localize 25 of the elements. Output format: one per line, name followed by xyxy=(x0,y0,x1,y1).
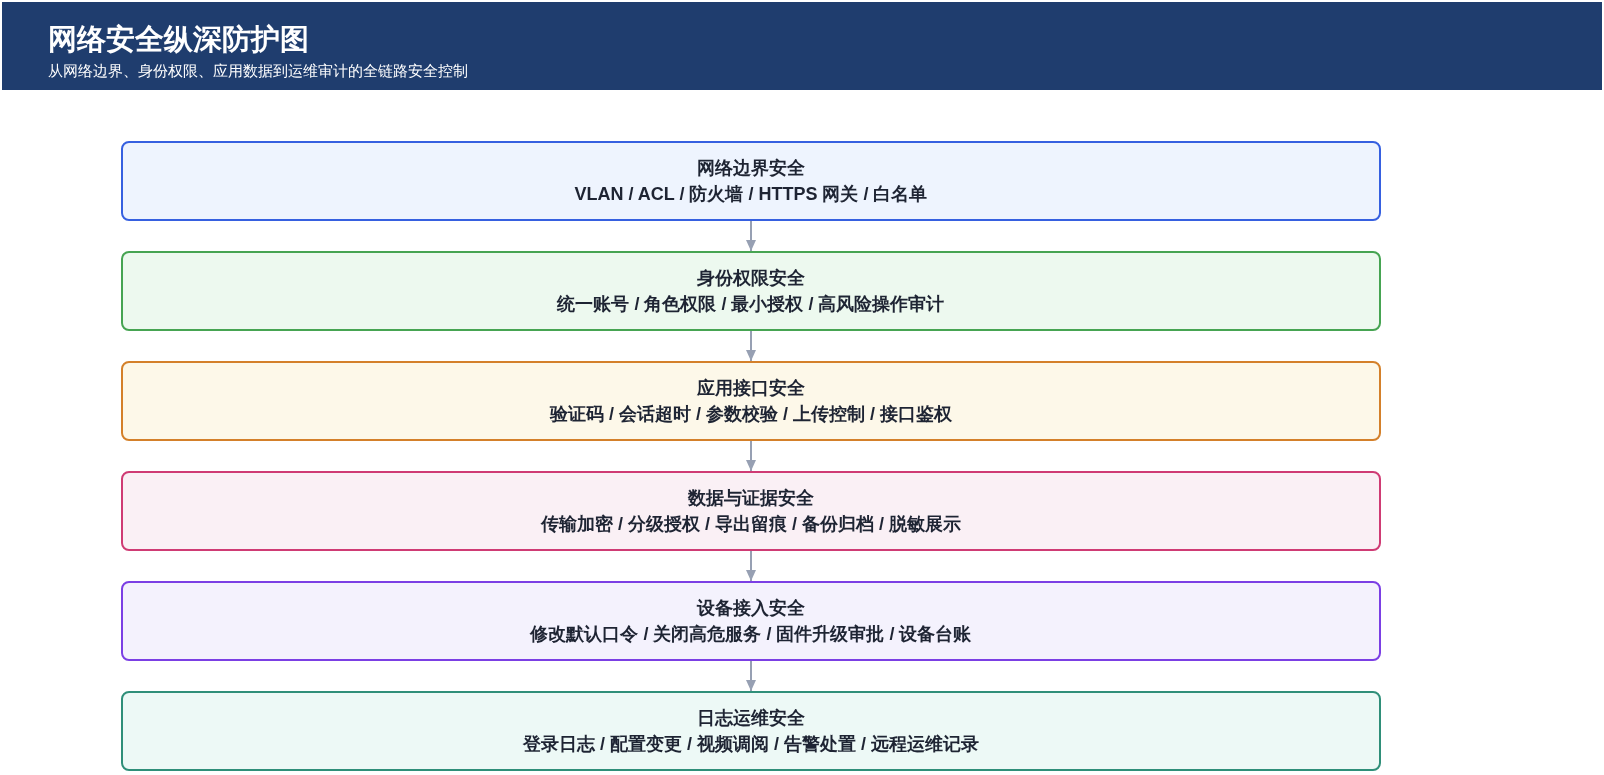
arrow xyxy=(746,330,756,362)
process-box xyxy=(121,581,1381,661)
box-text: 传输加密 / 分级授权 / 导出留痕 / 备份归档 / 脱敏展示 xyxy=(541,513,961,536)
box-heading: 日志运维安全 xyxy=(697,707,805,730)
arrow xyxy=(746,550,756,582)
process-box xyxy=(121,251,1381,331)
box-text: 验证码 / 会话超时 / 参数校验 / 上传控制 / 接口鉴权 xyxy=(550,403,952,426)
box-text: 统一账号 / 角色权限 / 最小授权 / 高风险操作审计 xyxy=(557,293,945,316)
arrow xyxy=(746,660,756,692)
box-heading: 网络边界安全 xyxy=(697,157,805,180)
box-heading: 数据与证据安全 xyxy=(688,487,814,510)
arrow xyxy=(746,220,756,252)
process-box xyxy=(121,471,1381,551)
box-heading: 应用接口安全 xyxy=(697,377,805,400)
process-box xyxy=(121,691,1381,771)
process-box xyxy=(121,361,1381,441)
subtitle: 从网络边界、身份权限、应用数据到运维审计的全链路安全控制 xyxy=(48,61,468,81)
box-heading: 设备接入安全 xyxy=(697,597,805,620)
box-text: 登录日志 / 配置变更 / 视频调阅 / 告警处置 / 远程运维记录 xyxy=(523,733,979,756)
process-box xyxy=(121,141,1381,221)
box-text: VLAN / ACL / 防火墙 / HTTPS 网关 / 白名单 xyxy=(574,183,928,206)
box-text: 修改默认口令 / 关闭高危服务 / 固件升级审批 / 设备台账 xyxy=(530,623,972,646)
arrow xyxy=(746,440,756,472)
title: 网络安全纵深防护图 xyxy=(48,22,309,57)
box-heading: 身份权限安全 xyxy=(697,267,805,290)
